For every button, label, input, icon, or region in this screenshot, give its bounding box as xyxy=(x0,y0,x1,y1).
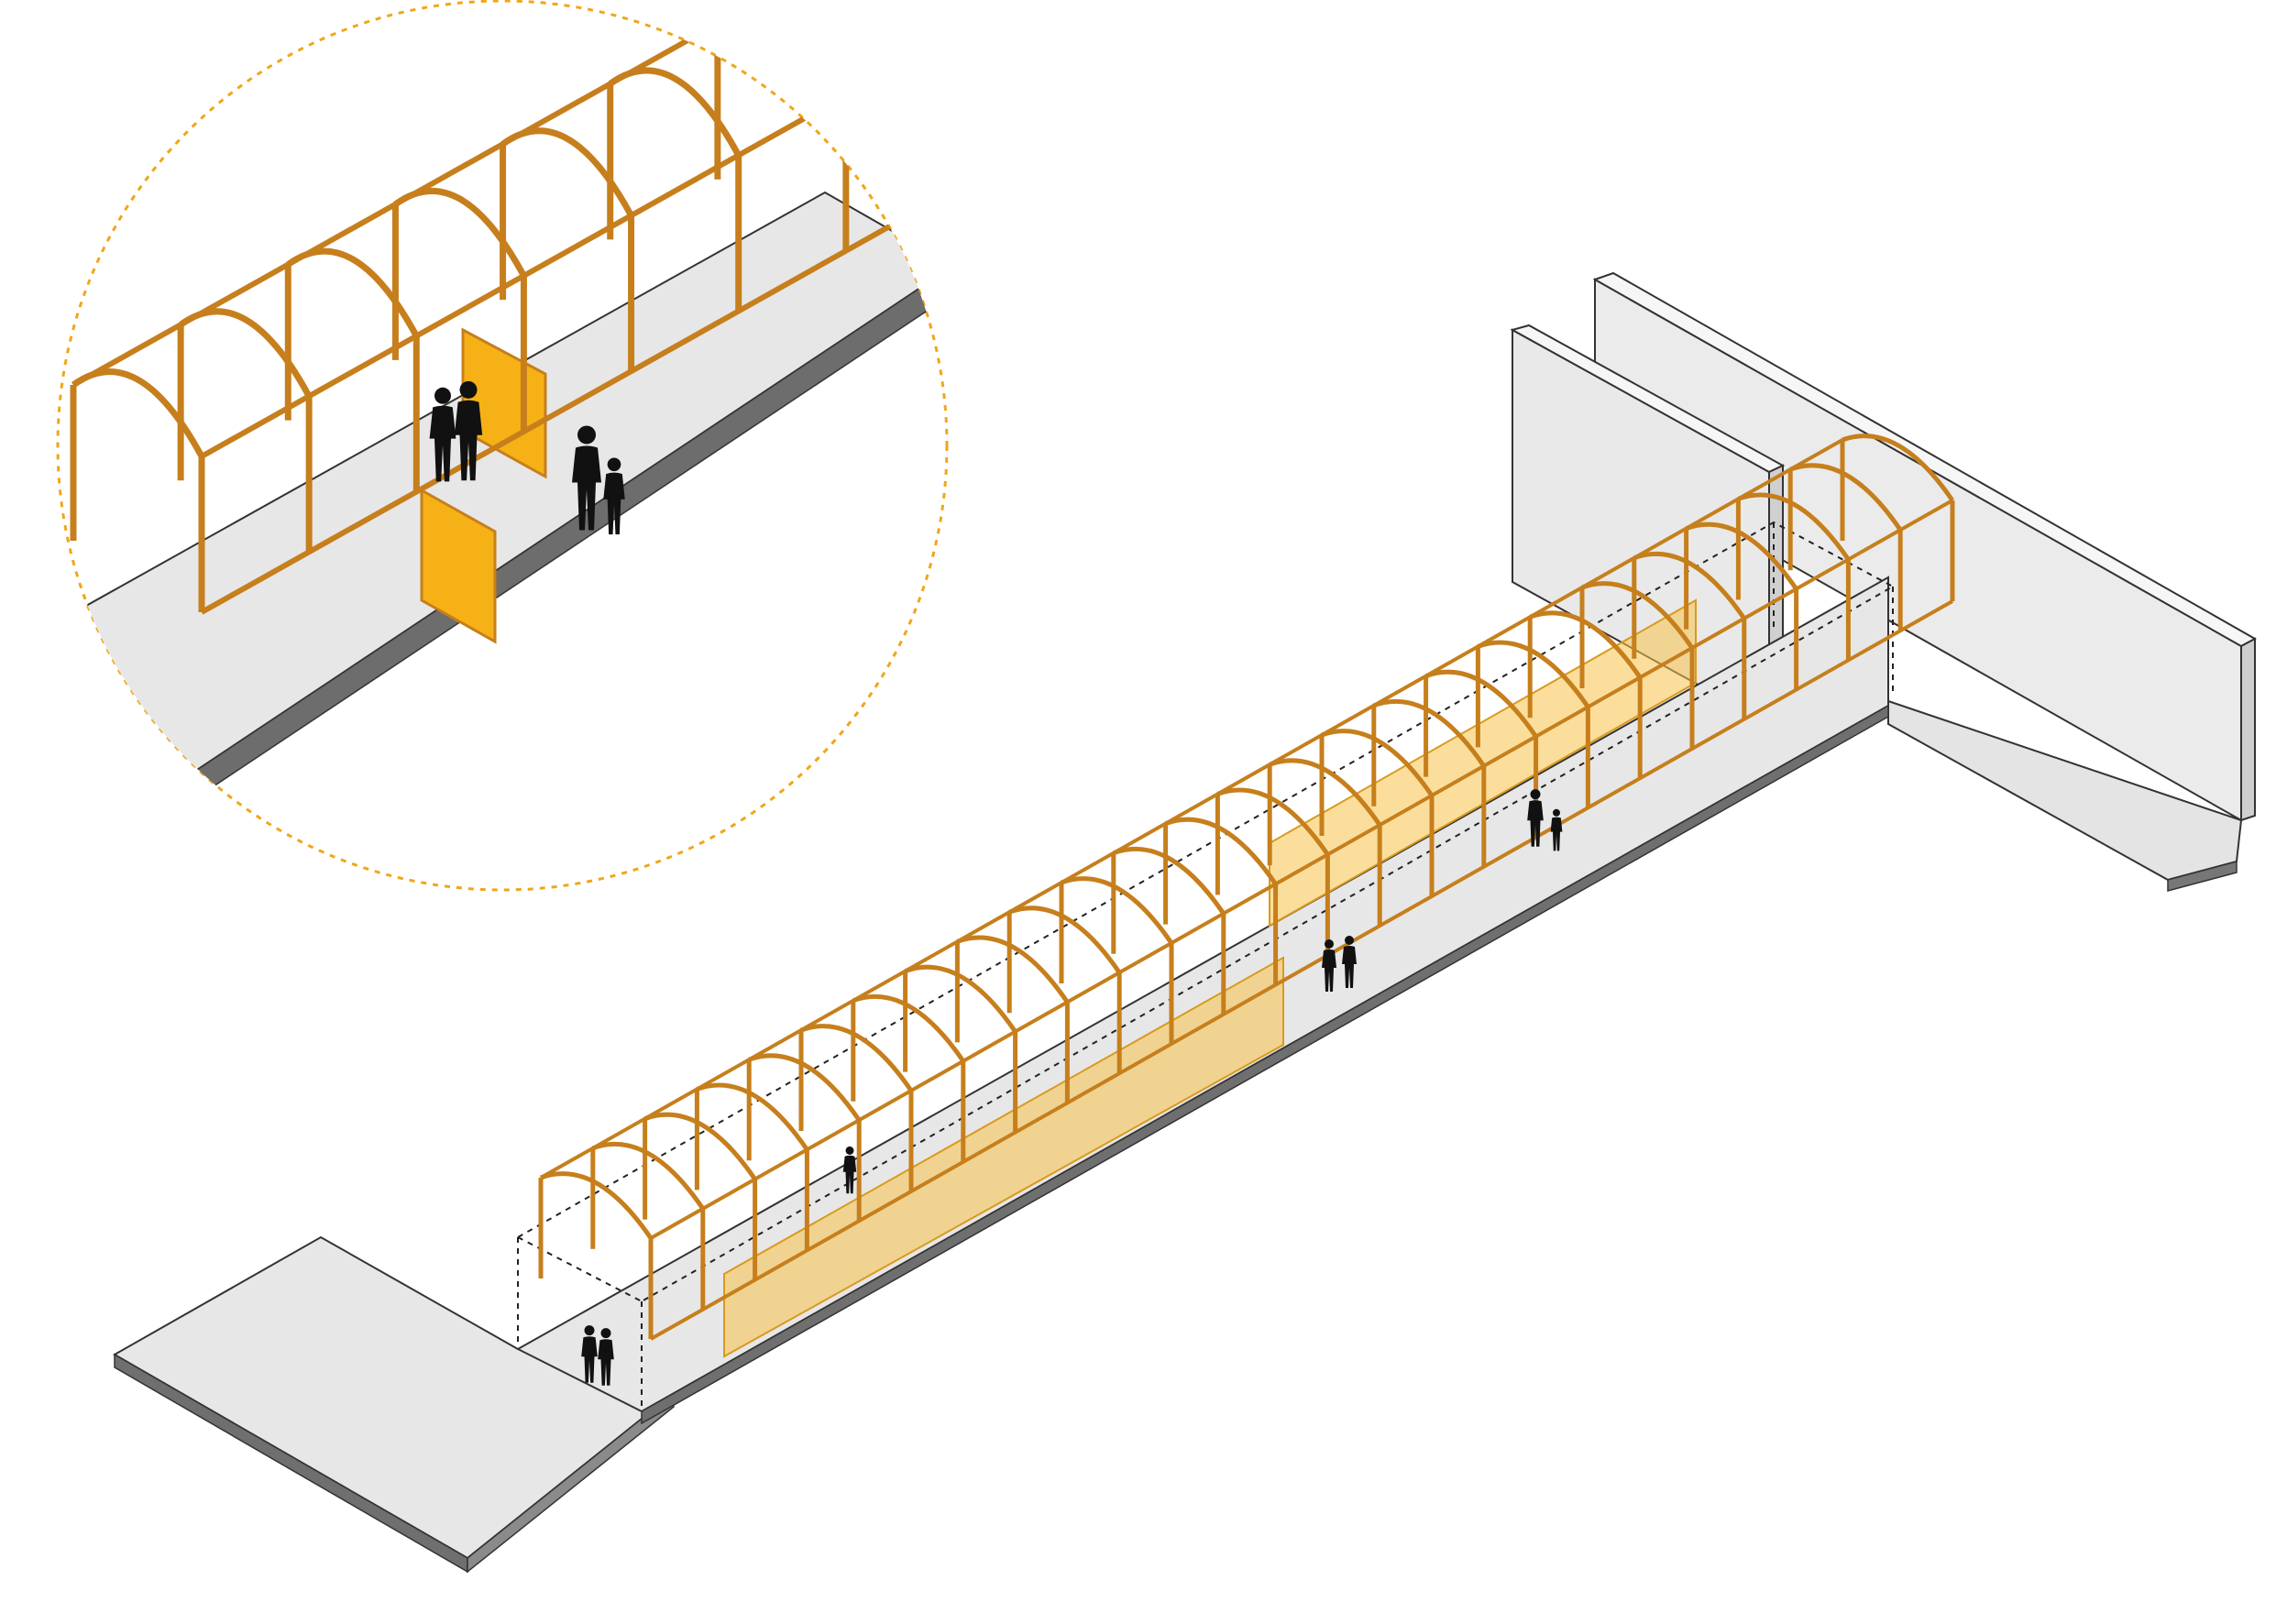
canopy-arch-frame xyxy=(1840,433,1955,601)
entrance-plaza xyxy=(112,1235,676,1574)
canopy-frames xyxy=(538,433,1955,1341)
canopy-arch-frame xyxy=(1059,876,1174,1044)
canopy-arch-frame xyxy=(1006,905,1122,1074)
plaza-top xyxy=(112,1235,676,1560)
canopy-longitudinal-rails xyxy=(540,438,1953,1341)
canopy-arch-frame xyxy=(1319,729,1435,896)
canopy-arch-frame xyxy=(1632,552,1747,719)
detail-yellow-panel-lower xyxy=(420,488,497,644)
canopy-arch-frame xyxy=(1163,817,1279,985)
canopy-arch-frame xyxy=(746,1053,862,1222)
canopy-arch-frame xyxy=(1111,847,1226,1015)
canopy-arch-frame xyxy=(694,1082,809,1251)
building-floor-edge xyxy=(2167,861,2238,892)
detail-callout xyxy=(56,0,949,892)
canopy-arch-frame xyxy=(1267,758,1382,927)
canopy-arch-frame xyxy=(851,994,966,1162)
canopy-arch-frame xyxy=(798,1024,914,1191)
canopy-arch-frame xyxy=(903,964,1018,1133)
canopy-arch-frame xyxy=(538,1171,654,1339)
canopy-arch-frame xyxy=(1684,521,1799,690)
building-walls xyxy=(1510,271,2258,892)
canopy-arch-frame xyxy=(1371,699,1487,867)
main-scene xyxy=(112,271,2258,1574)
canopy-arch-frame xyxy=(954,935,1070,1103)
panel-run-front xyxy=(723,956,1284,1358)
canopy-arch-frame xyxy=(1787,463,1903,631)
canopy-arch-frame xyxy=(1735,492,1851,661)
canopy-arch-frame xyxy=(1527,610,1643,779)
canopy-arch-frame xyxy=(1215,787,1330,956)
canopy-arch-frame xyxy=(1475,640,1590,808)
canopy-arch-frame xyxy=(643,1112,758,1280)
deck-edge xyxy=(641,704,1889,1425)
rear-wall-end xyxy=(2240,637,2256,822)
plaza-edge-right xyxy=(467,1391,675,1574)
canopy-arch-frame xyxy=(1579,581,1695,749)
canopy-arch-frame xyxy=(590,1142,706,1310)
